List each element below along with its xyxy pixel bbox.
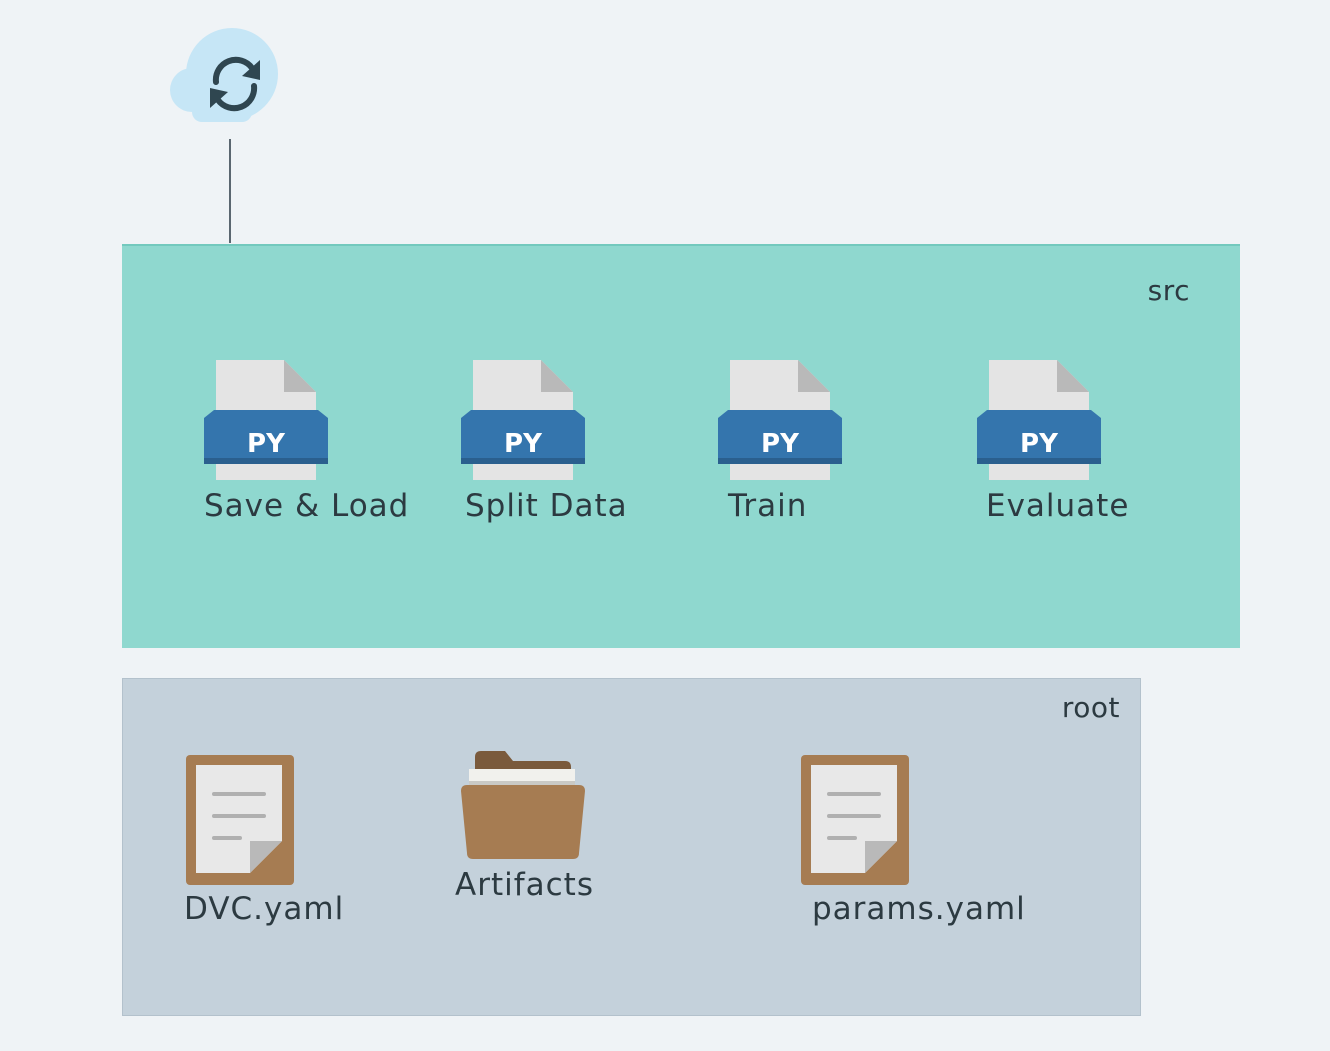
file-split-data[interactable]: PY Split Data — [461, 360, 627, 524]
file-label: Evaluate — [986, 488, 1130, 524]
cloud-sync-icon — [170, 28, 292, 124]
svg-text:PY: PY — [247, 429, 286, 459]
python-file-icon: PY — [204, 360, 328, 480]
svg-text:PY: PY — [761, 429, 800, 459]
file-label: Split Data — [465, 488, 628, 524]
svg-text:PY: PY — [504, 429, 543, 459]
root-label: root — [1061, 691, 1120, 724]
folder-artifacts[interactable]: Artifacts — [455, 749, 593, 903]
src-folder-box: src PY Save & Load PY Split Data PY — [122, 244, 1240, 648]
file-params-yaml[interactable]: params.yaml — [801, 755, 1025, 927]
python-file-icon: PY — [461, 360, 585, 480]
document-icon — [186, 755, 294, 885]
folder-icon — [461, 751, 585, 859]
python-file-icon: PY — [977, 360, 1101, 480]
file-label: DVC.yaml — [184, 891, 345, 927]
file-evaluate[interactable]: PY Evaluate — [977, 360, 1128, 524]
file-label: Save & Load — [204, 488, 410, 524]
file-save-load[interactable]: PY Save & Load — [204, 360, 408, 524]
root-folder-box: root DVC.yaml Artifacts — [122, 678, 1141, 1016]
document-icon — [801, 755, 909, 885]
svg-text:PY: PY — [1020, 429, 1059, 459]
file-train[interactable]: PY Train — [718, 360, 842, 524]
file-label: Train — [728, 488, 808, 524]
file-label: Artifacts — [455, 867, 594, 903]
src-label: src — [1147, 274, 1190, 307]
connector-line — [229, 139, 231, 243]
file-label: params.yaml — [812, 891, 1026, 927]
file-dvc-yaml[interactable]: DVC.yaml — [184, 755, 343, 927]
python-file-icon: PY — [718, 360, 842, 480]
